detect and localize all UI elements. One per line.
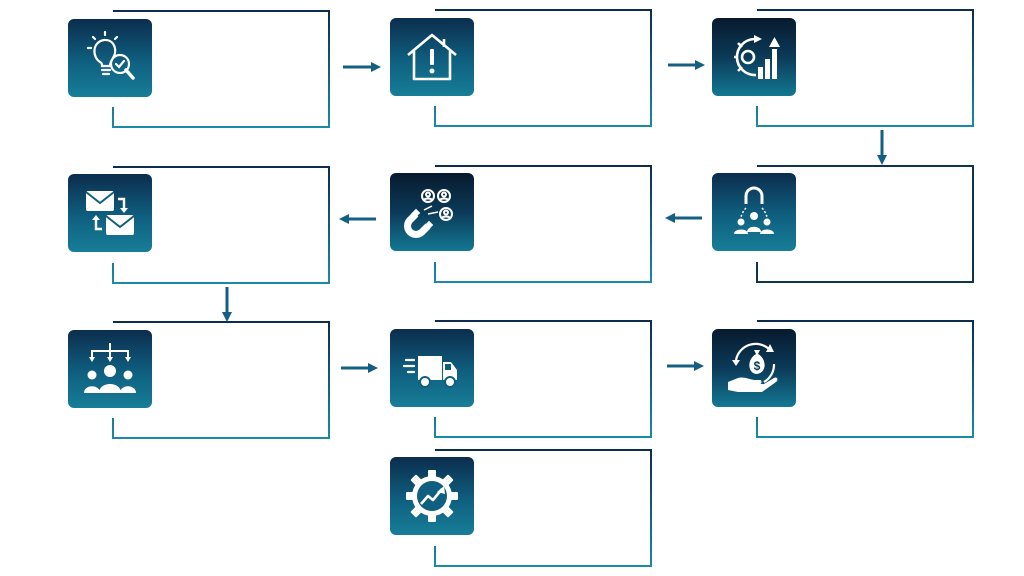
magnet-attract-people-icon <box>404 189 453 238</box>
svg-text:$: $ <box>754 359 761 373</box>
mail-exchange-icon <box>85 191 135 235</box>
customer-magnet-group-icon <box>734 186 774 234</box>
step-9-frame <box>756 320 974 438</box>
house-alert-icon <box>407 33 457 81</box>
step-5-frame <box>434 165 652 283</box>
gear-growth-icon <box>406 470 458 522</box>
step-9-icon-tile: $ <box>712 329 796 407</box>
delivery-truck-icon <box>402 356 457 388</box>
money-hand-icon: $ <box>728 342 778 392</box>
step-6-icon-tile <box>68 174 152 252</box>
step-3-icon-tile <box>712 18 796 96</box>
step-4-icon-tile <box>712 173 796 251</box>
step-6-frame <box>112 166 330 284</box>
step-7-icon-tile <box>68 330 152 408</box>
step-1-frame <box>112 10 330 128</box>
step-7-frame <box>112 321 330 439</box>
step-1-icon-tile <box>68 19 152 97</box>
step-5-icon-tile <box>390 173 474 251</box>
step-10-frame <box>434 449 652 567</box>
step-8-icon-tile <box>390 329 474 407</box>
step-2-icon-tile <box>390 18 474 96</box>
growth-process-icon <box>734 35 780 79</box>
step-4-frame <box>756 165 974 283</box>
step-2-frame <box>434 9 652 127</box>
idea-search-icon <box>86 30 135 80</box>
step-3-frame <box>756 9 974 127</box>
step-10-icon-tile <box>390 457 474 535</box>
step-8-frame <box>434 320 652 438</box>
team-distribution-icon <box>84 343 136 393</box>
